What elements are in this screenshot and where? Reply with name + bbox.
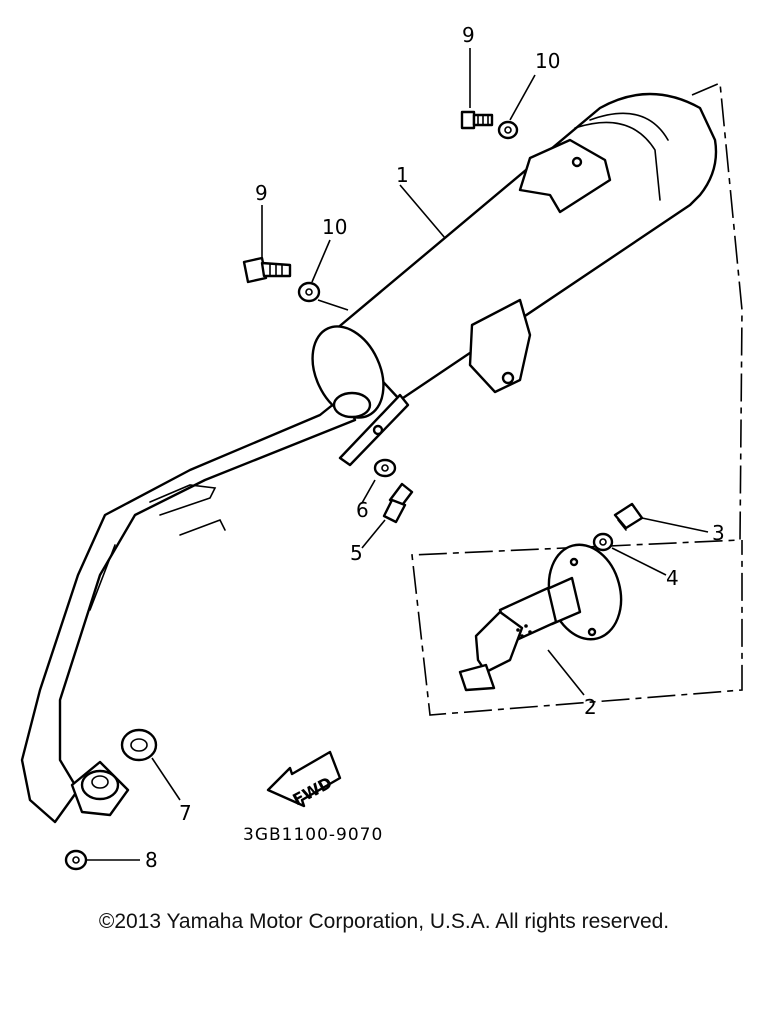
muffler-bracket-rear xyxy=(518,138,612,214)
fwd-arrow: FWD xyxy=(266,750,342,809)
muffler-body xyxy=(311,92,718,419)
bolt-5 xyxy=(382,482,414,524)
washer-6 xyxy=(373,458,397,478)
washer-10-top xyxy=(497,120,519,140)
callout-9-left: 9 xyxy=(255,181,268,205)
bolt-9-top xyxy=(460,110,494,130)
callout-9-top: 9 xyxy=(462,23,475,47)
leader-lines xyxy=(86,48,709,861)
diagram-code: 3GB1100-9070 xyxy=(243,825,383,845)
callout-10-top: 10 xyxy=(535,49,560,73)
callout-3: 3 xyxy=(712,521,725,545)
callout-10-left: 10 xyxy=(322,215,347,239)
washer-10-left xyxy=(297,281,321,303)
callout-8: 8 xyxy=(145,848,158,872)
callout-1: 1 xyxy=(396,163,409,187)
exhaust-pipe xyxy=(20,393,357,824)
muffler-bracket-mid xyxy=(468,298,532,394)
nut-8 xyxy=(64,849,88,871)
callout-7: 7 xyxy=(179,801,192,825)
pipe-flange xyxy=(70,760,130,817)
callout-5: 5 xyxy=(350,541,363,565)
callout-2: 2 xyxy=(584,695,597,719)
washer-4 xyxy=(592,532,614,552)
spark-arrester xyxy=(458,543,623,692)
bolt-3 xyxy=(613,502,644,531)
callout-4: 4 xyxy=(666,566,679,590)
callout-6: 6 xyxy=(356,498,369,522)
callouts: 1 2 3 4 5 6 7 8 9 9 10 10 xyxy=(145,23,725,872)
bolt-9-left xyxy=(242,256,292,284)
gasket-7 xyxy=(120,728,158,762)
copyright-notice: ©2013 Yamaha Motor Corporation, U.S.A. A… xyxy=(98,910,670,933)
muffler-bracket-front xyxy=(338,393,410,467)
